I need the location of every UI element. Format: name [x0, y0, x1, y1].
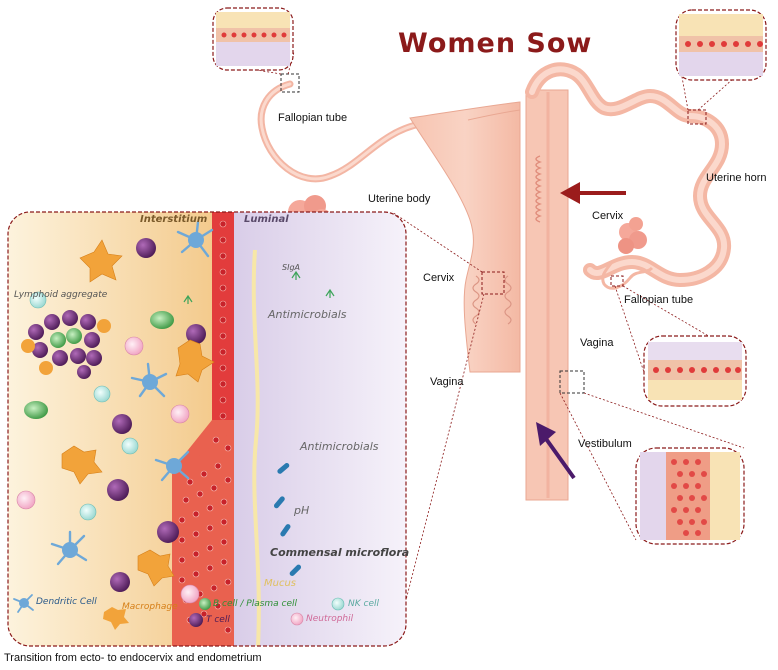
neutrophils	[16, 336, 200, 604]
red-arrow	[560, 182, 626, 204]
page-title: Women Sow	[398, 28, 593, 59]
label-antimicrobials-top: Antimicrobials	[268, 308, 347, 321]
legend-nkcell: NK cell	[348, 599, 379, 609]
legend-bcell: B cell / Plasma cell	[213, 599, 298, 609]
label-vestibulum: Vestibulum	[578, 438, 632, 450]
left-tube-highlight	[280, 73, 300, 93]
label-vagina-left: Vagina	[430, 376, 464, 388]
label-fallopian-tube-right: Fallopian tube	[624, 294, 694, 306]
antibodies	[183, 270, 335, 304]
label-commensal: Commensal microflora	[270, 546, 410, 559]
label-uterine-body: Uterine body	[368, 193, 431, 205]
label-vagina-right: Vagina	[580, 337, 614, 349]
label-interstitium: Interstitium	[140, 214, 208, 225]
stratified-cells	[178, 436, 232, 634]
label-luminal: Luminal	[244, 214, 289, 225]
lymphoid-aggregate-cluster	[21, 310, 111, 379]
label-lymphoid-aggregate: Lymphoid aggregate	[14, 290, 108, 300]
epithelial-cells	[219, 220, 227, 420]
inset-vagina	[559, 392, 745, 545]
label-cervix-left: Cervix	[423, 272, 455, 284]
label-antimicrobials-mid: Antimicrobials	[300, 440, 379, 453]
legend-dendritic: Dendritic Cell	[36, 597, 97, 607]
legend-neutrophil: Neutrophil	[306, 614, 354, 624]
purple-arrow	[536, 422, 576, 480]
inset-horn	[675, 9, 767, 111]
b-cells	[24, 311, 174, 419]
right-ovary	[618, 217, 647, 254]
label-cervix-right: Cervix	[592, 210, 624, 222]
inset-tube-right	[614, 285, 747, 407]
nk-cells	[29, 291, 139, 521]
right-tract	[525, 62, 731, 501]
label-sigA: SIgA	[282, 263, 300, 272]
label-fallopian-tube-left: Fallopian tube	[278, 112, 348, 124]
left-cervix-highlight	[481, 271, 505, 295]
right-cervical-rings	[535, 155, 542, 223]
t-cells	[107, 238, 206, 592]
label-mucus: Mucus	[264, 578, 297, 589]
label-ph: pH	[294, 504, 310, 517]
figure-caption: Transition from ecto- to endocervix and …	[4, 652, 262, 664]
right-fallopian-tube-shape	[601, 261, 654, 290]
legend-macrophage: Macrophage	[122, 602, 178, 612]
inset-tube-left	[212, 7, 295, 75]
detail-panel	[7, 211, 485, 647]
legend-icons	[13, 594, 345, 630]
bacteria	[273, 462, 302, 577]
dendritic-cells	[50, 220, 214, 566]
detail-panel-frame	[7, 211, 407, 647]
left-cervix-folds	[472, 275, 512, 325]
label-uterine-horn: Uterine horn	[706, 172, 767, 184]
macrophages	[61, 239, 215, 587]
legend-tcell: T cell	[206, 615, 230, 625]
left-uterine-body	[409, 101, 521, 373]
